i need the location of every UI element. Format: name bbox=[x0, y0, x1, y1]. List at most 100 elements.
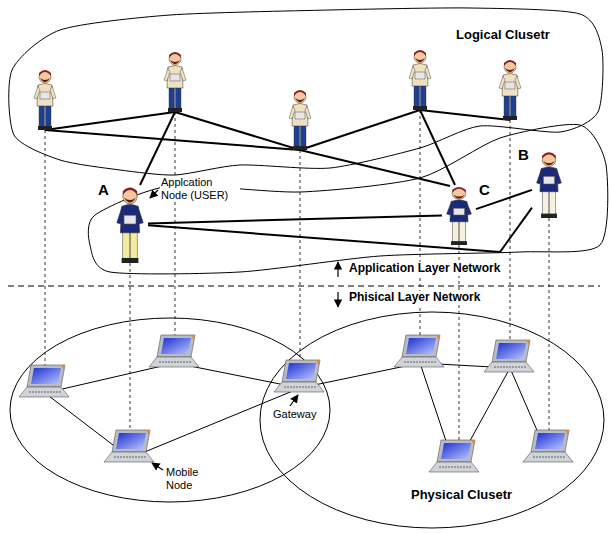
shoe bbox=[175, 108, 182, 112]
annotation-label: Application Layer Network bbox=[348, 262, 501, 276]
annotation-label: Phisical Layer Network bbox=[348, 291, 481, 305]
held-device bbox=[124, 215, 136, 224]
arm bbox=[447, 202, 454, 215]
person-figure bbox=[537, 152, 562, 218]
laptop-tab bbox=[191, 335, 195, 340]
arm bbox=[34, 86, 40, 99]
person-figure bbox=[499, 60, 521, 120]
hair bbox=[414, 50, 426, 56]
laptop-base bbox=[394, 357, 444, 367]
shoe bbox=[122, 258, 130, 263]
shoe bbox=[293, 146, 300, 150]
held-device bbox=[415, 72, 425, 79]
logical-link bbox=[420, 110, 455, 185]
logical-link bbox=[148, 215, 442, 223]
arm bbox=[515, 76, 521, 89]
person-figure bbox=[289, 90, 311, 150]
logical-link bbox=[148, 208, 532, 252]
laptop-lid bbox=[27, 365, 65, 387]
laptop-lid bbox=[531, 430, 569, 452]
shoe bbox=[503, 116, 510, 120]
layer-separator bbox=[8, 286, 600, 287]
person-figure bbox=[117, 188, 143, 263]
mapping-line bbox=[549, 218, 550, 430]
laptop-keys bbox=[284, 386, 316, 388]
logical-link bbox=[45, 130, 300, 150]
held-device bbox=[40, 92, 50, 99]
leg bbox=[460, 220, 466, 242]
laptop-tab bbox=[61, 365, 65, 370]
laptop-tab bbox=[471, 440, 475, 445]
laptop-icon bbox=[484, 340, 534, 372]
laptop-keys bbox=[494, 366, 526, 368]
head bbox=[414, 51, 426, 63]
laptop-tab bbox=[526, 340, 530, 345]
laptop-tab bbox=[316, 360, 320, 365]
shoe bbox=[510, 116, 517, 120]
hair bbox=[123, 188, 137, 196]
beard bbox=[453, 195, 464, 199]
laptop-lid bbox=[112, 430, 150, 452]
mapping-line bbox=[510, 120, 511, 340]
node-letter: B bbox=[518, 146, 529, 163]
leg bbox=[123, 230, 130, 259]
torso bbox=[167, 66, 183, 89]
shoe bbox=[549, 214, 557, 218]
laptop-icon bbox=[429, 440, 479, 472]
node-letter: A bbox=[98, 181, 109, 198]
laptop-icon bbox=[523, 430, 573, 462]
torso bbox=[502, 74, 518, 97]
laptop-screen bbox=[286, 363, 316, 379]
hair bbox=[169, 52, 181, 58]
layer-arrow bbox=[337, 262, 338, 277]
laptop-base bbox=[19, 387, 69, 397]
laptop-lid bbox=[437, 440, 475, 462]
shoe bbox=[45, 126, 52, 130]
person-figure bbox=[409, 50, 431, 110]
shoe bbox=[420, 106, 427, 110]
head bbox=[452, 188, 466, 200]
laptop-screen bbox=[441, 443, 471, 459]
beard bbox=[415, 58, 425, 62]
beard bbox=[295, 98, 305, 102]
person-figure bbox=[34, 70, 56, 130]
leg bbox=[294, 124, 300, 147]
logical-link bbox=[45, 112, 175, 130]
laptop-keys bbox=[29, 391, 61, 393]
leg bbox=[414, 84, 420, 107]
arm bbox=[409, 66, 415, 79]
laptop-screen bbox=[535, 433, 565, 449]
torso bbox=[540, 167, 558, 192]
annotation-label: Physical Clusetr bbox=[410, 488, 513, 503]
leg bbox=[301, 124, 307, 147]
shoe bbox=[38, 126, 45, 130]
laptop-base bbox=[429, 462, 479, 472]
logical-link bbox=[140, 112, 175, 185]
laptop-lid bbox=[402, 335, 440, 357]
logical-link bbox=[175, 112, 300, 150]
logical-cluster-outline bbox=[88, 124, 607, 274]
held-device bbox=[295, 112, 305, 119]
shoe bbox=[541, 214, 549, 218]
logical-link bbox=[420, 110, 510, 120]
held-device bbox=[170, 74, 180, 81]
leg bbox=[452, 220, 458, 242]
hair bbox=[39, 70, 51, 76]
user-node: A bbox=[112, 185, 148, 263]
shoe bbox=[451, 241, 459, 245]
laptop-lid bbox=[492, 340, 530, 362]
arm bbox=[499, 76, 505, 89]
held-device bbox=[453, 208, 464, 215]
shoe bbox=[130, 258, 138, 263]
logical-link bbox=[300, 150, 450, 186]
layer-arrow bbox=[337, 292, 338, 307]
laptop-keys bbox=[404, 361, 436, 363]
laptop-icon bbox=[149, 335, 199, 367]
hair bbox=[504, 60, 516, 66]
laptop-icon bbox=[394, 335, 444, 367]
beard bbox=[170, 60, 180, 64]
laptop-base bbox=[274, 382, 324, 392]
user-figure bbox=[532, 150, 566, 218]
